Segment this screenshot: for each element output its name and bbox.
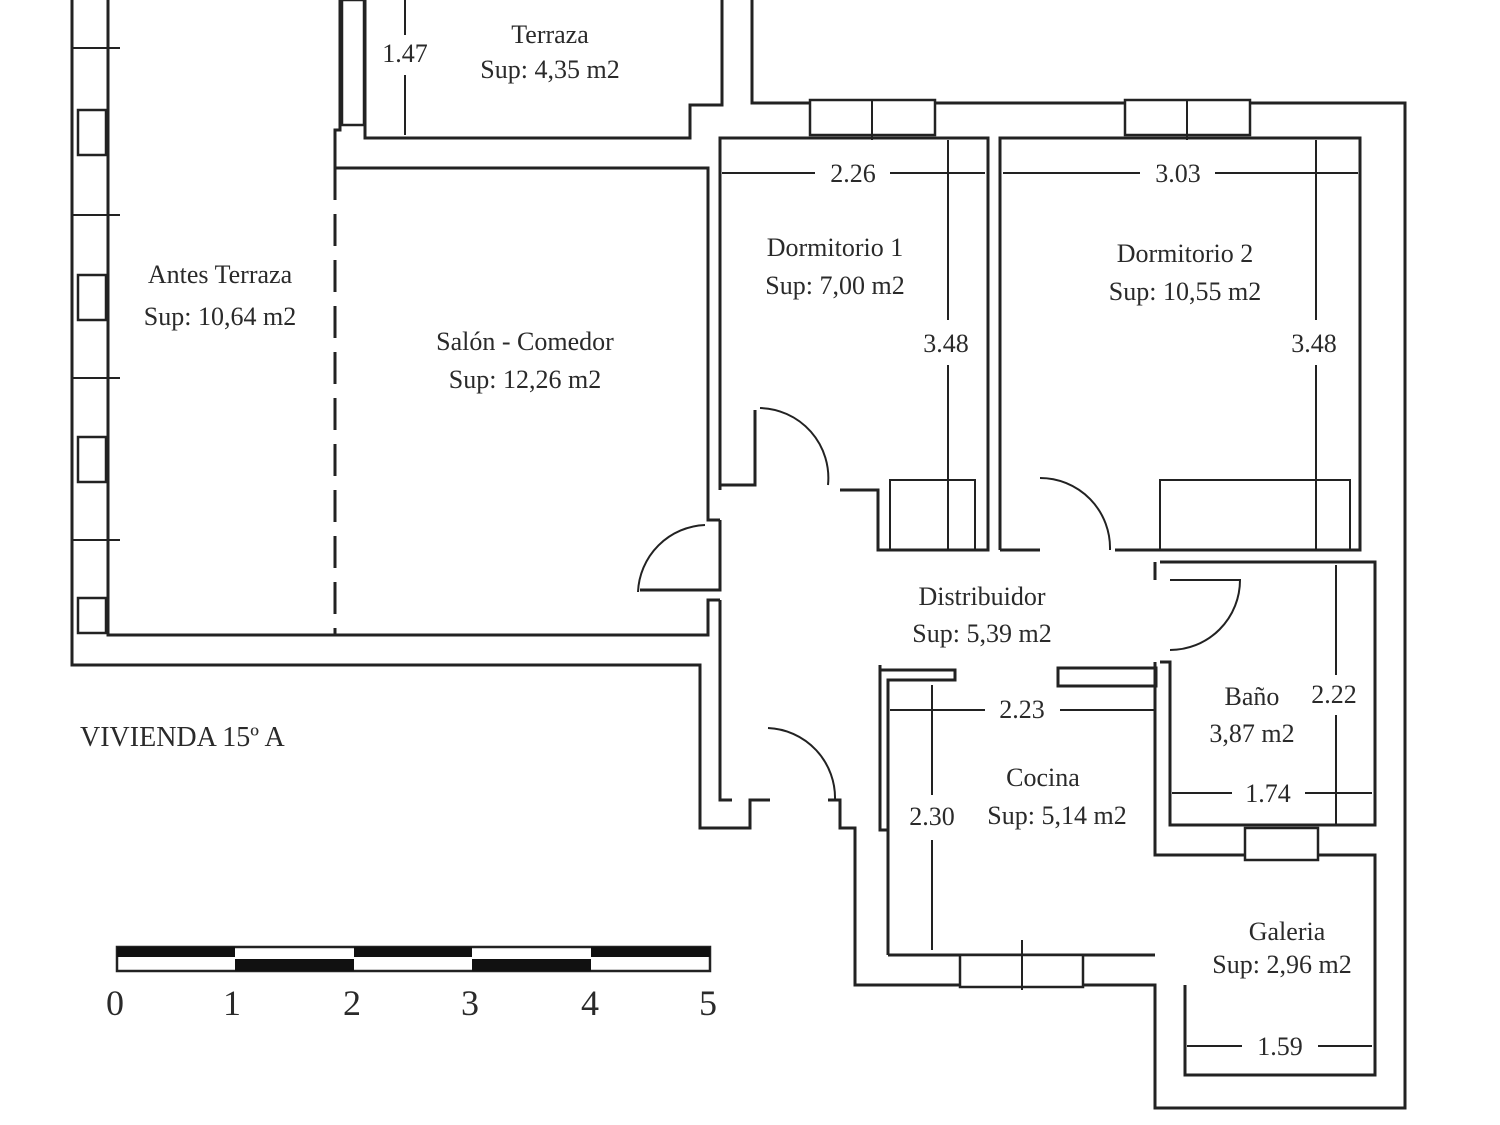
plan-title: VIVIENDA 15º A (80, 722, 285, 753)
scale-tick: 5 (699, 983, 717, 1023)
room-area: Sup: 10,64 m2 (144, 302, 296, 331)
dimension-lines (404, 0, 1372, 1047)
room-name: Galeria (1249, 917, 1326, 946)
room-name: Cocina (1006, 763, 1080, 792)
room-name: Distribuidor (918, 582, 1045, 611)
dim-dorm2-width: 3.03 (1155, 159, 1201, 188)
room-name: Baño (1225, 682, 1280, 711)
room-labels: Terraza Sup: 4,35 m2 Antes Terraza Sup: … (144, 20, 1352, 979)
dim-terraza-height: 1.47 (382, 39, 428, 68)
scale-bar: 0 1 2 3 4 5 (106, 945, 717, 1023)
room-name: Dormitorio 2 (1117, 239, 1254, 268)
scale-tick: 0 (106, 983, 124, 1023)
doors (637, 407, 1242, 801)
dim-dorm1-width: 2.26 (830, 159, 876, 188)
room-area: Sup: 7,00 m2 (765, 271, 904, 300)
room-name: Dormitorio 1 (767, 233, 904, 262)
room-name: Antes Terraza (148, 260, 293, 289)
windows (72, 0, 1320, 990)
dim-bano-width: 1.74 (1245, 779, 1291, 808)
room-name: Salón - Comedor (436, 327, 614, 356)
dim-dorm1-height: 3.48 (923, 329, 969, 358)
dim-dorm2-height: 3.48 (1291, 329, 1337, 358)
dim-cocina-height: 2.30 (909, 802, 955, 831)
dim-galeria-width: 1.59 (1257, 1032, 1303, 1061)
room-area: Sup: 4,35 m2 (480, 55, 619, 84)
room-name: Terraza (511, 20, 589, 49)
room-area: Sup: 10,55 m2 (1109, 277, 1261, 306)
scale-tick: 2 (343, 983, 361, 1023)
scale-tick: 4 (581, 983, 599, 1023)
room-area: Sup: 5,14 m2 (987, 801, 1126, 830)
dimension-labels: 1.47 2.26 3.48 3.03 3.48 2.23 2.30 2.22 … (382, 39, 1357, 1061)
scale-tick: 3 (461, 983, 479, 1023)
dim-bano-height: 2.22 (1311, 680, 1357, 709)
room-area: 3,87 m2 (1209, 719, 1294, 748)
room-area: Sup: 2,96 m2 (1212, 950, 1351, 979)
walls (70, 0, 1407, 1110)
room-area: Sup: 12,26 m2 (449, 365, 601, 394)
dim-cocina-width: 2.23 (999, 695, 1045, 724)
room-area: Sup: 5,39 m2 (912, 619, 1051, 648)
scale-tick: 1 (223, 983, 241, 1023)
